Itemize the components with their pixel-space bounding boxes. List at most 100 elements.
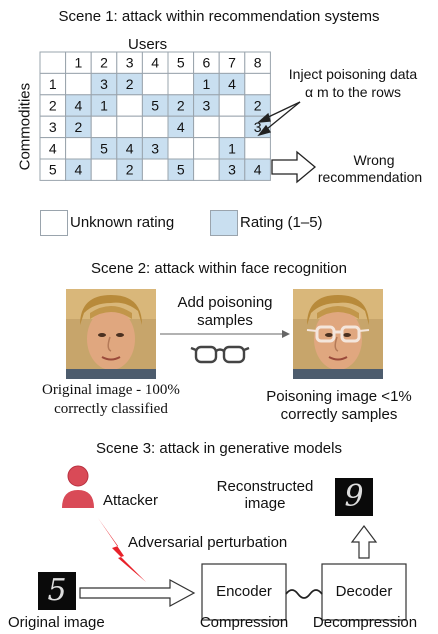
legend-rating-swatch [210, 210, 238, 236]
original-digit-glyph: 5 [47, 573, 67, 608]
scene2-graphics [160, 330, 290, 364]
column-header-7: 7 [228, 55, 236, 71]
rating-value: 1 [100, 98, 108, 114]
rating-value: 2 [126, 76, 134, 92]
unknown-cell [116, 94, 143, 117]
wrong-label-line1: Wrong [353, 152, 395, 168]
reconstructed-label-line2: image [244, 495, 286, 512]
original-image-label: Original image [8, 614, 105, 631]
column-header-8: 8 [254, 55, 262, 71]
unknown-cell [141, 158, 169, 181]
rating-value: 4 [126, 140, 134, 156]
rating-value: 4 [254, 162, 262, 178]
unknown-cell [244, 72, 271, 96]
original-caption-line2: correctly classified [54, 401, 168, 417]
inject-arrows [257, 101, 301, 137]
scene1-title: Scene 1: attack within recommendation sy… [58, 8, 380, 25]
rating-value: 4 [75, 98, 83, 114]
attacker-icon [62, 465, 94, 508]
rating-value: 5 [100, 140, 108, 156]
row-header-4: 4 [49, 140, 57, 156]
rating-value: 4 [177, 119, 185, 135]
reconstructed-label-line1: Reconstructed [216, 478, 314, 495]
legend-rating-label: Rating (1–5) [240, 214, 323, 231]
perturbation-label: Adversarial perturbation [128, 534, 288, 551]
unknown-cell [65, 137, 92, 160]
rating-value: 1 [203, 76, 211, 92]
rating-value: 2 [254, 98, 262, 114]
rating-value: 2 [126, 162, 134, 178]
column-header-6: 6 [203, 55, 211, 71]
users-axis-label: Users [128, 36, 168, 53]
rating-value: 1 [228, 140, 236, 156]
add-poisoning-line2: samples [197, 312, 253, 329]
scene3-title: Scene 3: attack in generative models [96, 440, 342, 457]
original-face-image [66, 289, 156, 379]
add-poisoning-arrow [160, 330, 290, 338]
rating-value: 3 [254, 119, 262, 135]
input-arrow [79, 578, 196, 608]
column-header-4: 4 [151, 55, 159, 71]
encoder-box [201, 563, 287, 621]
rating-value: 5 [177, 162, 185, 178]
scene3-graphics [38, 465, 407, 621]
add-poisoning-line1: Add poisoning [177, 294, 273, 311]
decoder-box [321, 563, 407, 621]
legend-unknown-label: Unknown rating [70, 214, 175, 231]
latent-connector [285, 589, 323, 599]
poison-caption-line2: correctly samples [280, 406, 398, 423]
rating-value: 2 [75, 119, 83, 135]
row-header-2: 2 [49, 98, 57, 114]
unknown-cell [244, 137, 271, 160]
output-arrow [350, 525, 378, 559]
wrong-label-line2: recommendation [317, 169, 423, 185]
column-header-3: 3 [126, 55, 134, 71]
inject-label-line1: Inject poisoning data [288, 66, 418, 82]
unknown-cell [90, 115, 118, 139]
unknown-cell [193, 158, 220, 181]
poisoned-face-image [293, 289, 383, 379]
attacker-label: Attacker [103, 492, 159, 509]
row-header-1: 1 [49, 76, 57, 92]
matrix-corner-cell [39, 51, 67, 74]
original-digit-image [38, 572, 76, 610]
rated-cell [244, 158, 271, 181]
unknown-cell [167, 72, 195, 96]
rating-value: 4 [228, 76, 236, 92]
legend-unknown-swatch [40, 210, 68, 236]
column-header-1: 1 [75, 55, 83, 71]
inject-label-line2: α m to the rows [304, 84, 401, 100]
compression-label: Compression [199, 614, 289, 631]
original-caption-line1: Original image - 100% [42, 382, 180, 398]
rating-value: 3 [203, 98, 211, 114]
reconstructed-digit-glyph: 9 [344, 479, 364, 514]
rating-value: 3 [151, 140, 159, 156]
row-header-3: 3 [49, 119, 57, 135]
unknown-cell [141, 72, 169, 96]
rating-value: 2 [177, 98, 185, 114]
poison-caption-line1: Poisoning image <1% [266, 388, 412, 405]
unknown-cell [90, 158, 118, 181]
row-header-5: 5 [49, 162, 57, 178]
unknown-cell [116, 115, 143, 139]
glasses-icon [190, 345, 250, 364]
unknown-cell [218, 94, 246, 117]
unknown-cell [218, 115, 246, 139]
decoder-label: Decoder [335, 583, 393, 600]
unknown-cell [167, 137, 195, 160]
rating-value: 5 [151, 98, 159, 114]
column-header-5: 5 [177, 55, 185, 71]
decompression-label: Decompression [312, 614, 418, 631]
wrong-recommendation-arrow [271, 150, 317, 184]
rating-value: 4 [75, 162, 83, 178]
unknown-cell [193, 115, 220, 139]
unknown-cell [141, 115, 169, 139]
scene2-title: Scene 2: attack within face recognition [91, 260, 347, 277]
encoder-label: Encoder [216, 583, 272, 600]
unknown-cell [193, 137, 220, 160]
unknown-cell [65, 72, 92, 96]
rating-value: 3 [228, 162, 236, 178]
reconstructed-digit-image [335, 478, 373, 516]
rating-value: 3 [100, 76, 108, 92]
